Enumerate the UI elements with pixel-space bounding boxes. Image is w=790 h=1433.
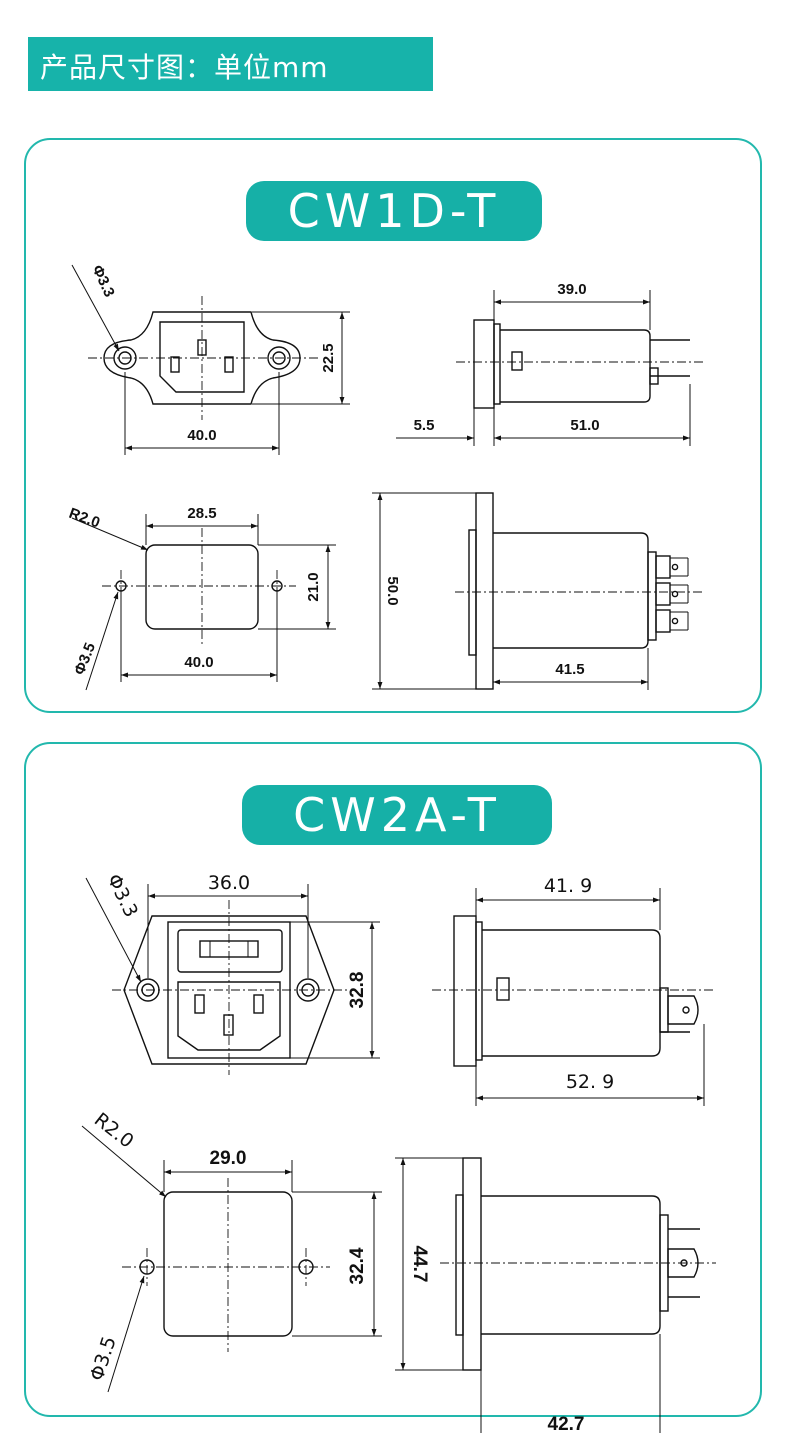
dim-height: 50.0 [384, 576, 401, 605]
dim-hole: Φ3.5 [71, 640, 99, 677]
dim-length: 41.5 [555, 661, 584, 678]
dim-length-top: 39.0 [557, 281, 586, 298]
model-badge-cw2a: CW2A-T [242, 785, 552, 845]
dim-height: 21.0 [305, 572, 322, 601]
cw2a-side-view: 41. 9 52. 9 [432, 875, 716, 1106]
header-banner: 产品尺寸图：单位mm [28, 37, 433, 91]
dim-hole-spacing: 40.0 [184, 654, 213, 671]
dim-length-bottom: 52. 9 [566, 1071, 614, 1093]
dim-height: 32.8 [347, 972, 368, 1009]
cw2a-cutout-view: 29.0 32.4 R2.0 Φ3.5 [81, 1109, 382, 1393]
cw2a-front-view: 36.0 32.8 Φ3.3 [85, 871, 380, 1075]
model-panel-cw2a [24, 742, 762, 1417]
cw2a-top-view: 44.7 42.7 [395, 1157, 716, 1433]
dim-height: 22.5 [320, 343, 337, 372]
dim-width: 40.0 [187, 427, 216, 444]
cw1d-cutout-view: 28.5 21.0 40.0 R2.0 Φ3.5 [67, 505, 336, 691]
dim-hole: Φ3.3 [88, 263, 117, 300]
dim-width: 28.5 [187, 505, 216, 522]
dim-hole: Φ3.5 [86, 1334, 121, 1384]
dim-width: 36.0 [208, 872, 250, 894]
dim-flange: 5.5 [414, 417, 435, 434]
dim-width: 29.0 [210, 1148, 247, 1169]
header-title: 产品尺寸图：单位mm [40, 51, 329, 84]
dim-length: 42.7 [548, 1414, 585, 1433]
cw1d-side-view: 39.0 5.5 51.0 [396, 281, 706, 446]
dim-radius: R2.0 [90, 1109, 138, 1153]
dim-hole: Φ3.3 [103, 871, 143, 921]
dim-height: 44.7 [409, 1246, 430, 1283]
cw1d-top-view: 50.0 41.5 [372, 492, 705, 690]
dim-length-top: 41. 9 [544, 875, 592, 897]
dim-length-bottom: 51.0 [570, 417, 599, 434]
model-name: CW2A-T [293, 788, 501, 842]
model-badge-cw1d: CW1D-T [246, 181, 542, 241]
dim-radius: R2.0 [67, 505, 103, 532]
cw1d-front-view: 40.0 22.5 Φ3.3 [71, 263, 350, 455]
model-name: CW1D-T [287, 184, 501, 238]
dim-height: 32.4 [347, 1247, 368, 1284]
